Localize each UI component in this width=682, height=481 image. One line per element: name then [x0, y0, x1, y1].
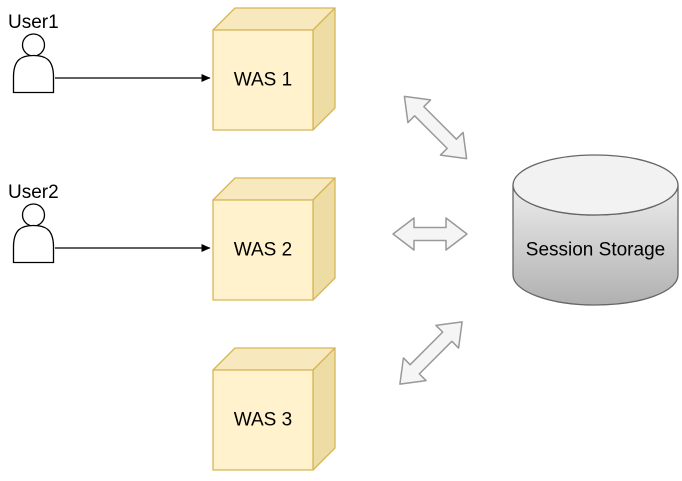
- bidirectional-arrow-was1-storage: [392, 84, 479, 171]
- was3-label: WAS 3: [234, 410, 292, 431]
- user1-person-icon: [12, 33, 55, 94]
- user2-person-icon: [12, 203, 55, 264]
- node-session-storage: Session Storage: [512, 154, 679, 306]
- node-was3: WAS 3: [212, 347, 336, 471]
- node-was1: WAS 1: [212, 7, 336, 131]
- was1-label: WAS 1: [234, 70, 292, 91]
- user2-label: User2: [8, 182, 59, 203]
- user1-label: User1: [8, 12, 59, 33]
- bidirectional-arrow-was2-storage: [392, 217, 468, 251]
- bidirectional-arrow-was3-storage: [387, 309, 475, 397]
- node-was2: WAS 2: [212, 177, 336, 301]
- cylinder-top: [512, 154, 679, 216]
- session-storage-label: Session Storage: [526, 240, 665, 261]
- was2-label: WAS 2: [234, 240, 292, 261]
